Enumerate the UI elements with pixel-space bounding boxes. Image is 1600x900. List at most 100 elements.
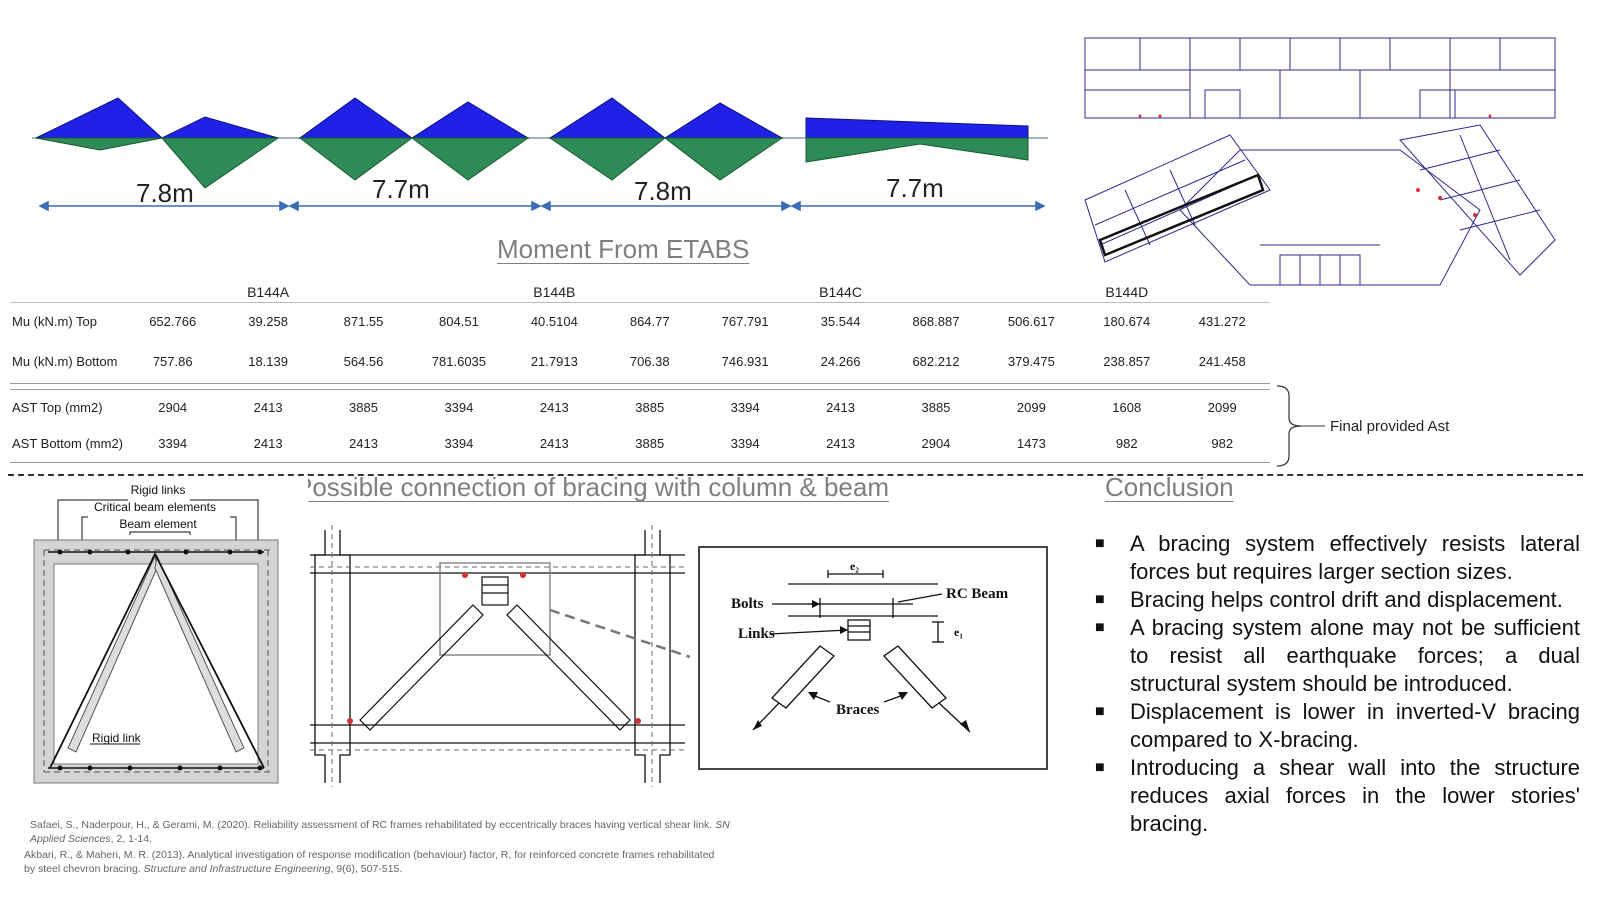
- table-cell: 564.56: [315, 339, 412, 384]
- table-cell: 35.544: [792, 302, 889, 339]
- conclusion-list: ■A bracing system effectively resists la…: [1095, 530, 1580, 838]
- list-item: ■ Displacement is lower in inverted-V bra…: [1095, 698, 1580, 754]
- table-cell: 706.38: [602, 339, 698, 384]
- table-cell: 3394: [411, 424, 507, 463]
- table-cell: 2413: [506, 424, 603, 463]
- critical-beam-label: Critical beam elements: [94, 500, 216, 514]
- table-cell: 2099: [1016, 399, 1046, 415]
- bullet-icon: ■: [1095, 535, 1105, 552]
- table-cell: 982: [1079, 424, 1175, 463]
- table-row: Mu (kN.m) Bottom 757.86 18.139 564.56 78…: [10, 339, 1270, 384]
- conclusion-text: Displacement is lower in inverted-V brac…: [1130, 699, 1580, 752]
- table-cell: 746.931: [697, 339, 793, 384]
- span-label-1: 7.8m: [136, 178, 194, 208]
- table-cell: 24.266: [792, 339, 889, 384]
- highlighted-beam: [1098, 173, 1265, 257]
- table-cell: 781.6035: [411, 339, 507, 384]
- eccentric-brace-figure: Rigid links Critical beam elements Beam …: [33, 483, 279, 784]
- rc-beam-label: RC Beam: [946, 586, 1009, 602]
- span-label-4: 7.7m: [886, 173, 944, 203]
- table-cell: 3394: [125, 424, 221, 463]
- table-cell: 3394: [730, 399, 760, 415]
- table-row: Mu (kN.m) Top 652.766 39.258 871.55 804.…: [10, 302, 1270, 339]
- floor-plan: [1084, 37, 1556, 286]
- table-cell: 1473: [983, 424, 1080, 463]
- table-cell: 180.674: [1079, 302, 1175, 339]
- table-cell: 682.212: [888, 339, 984, 384]
- list-item: ■Introducing a shear wall into the struc…: [1095, 754, 1580, 838]
- moment-bottom-span-4: [805, 137, 1029, 163]
- table-cell: 767.791: [697, 302, 793, 339]
- table-cell: 3394: [697, 424, 793, 463]
- row-label: AST Bottom (mm2): [10, 424, 125, 463]
- table-cell: 2413: [315, 424, 412, 463]
- span-label-3: 7.8m: [634, 176, 692, 206]
- row-label: Mu (kN.m) Bottom: [10, 339, 125, 384]
- table-cell: 2413: [220, 424, 316, 463]
- table-cell: 982: [1174, 424, 1270, 463]
- table-cell: 868.887: [888, 302, 984, 339]
- beam-header-a: B144A: [247, 284, 290, 300]
- reinforcement-table: B144A B144B B144C B144D Mu (kN.m) Top 65…: [10, 282, 1270, 463]
- table-cell: 238.857: [1079, 339, 1175, 384]
- reference-text: Safaei, S., Naderpour, H., & Gerami, M. …: [30, 819, 713, 831]
- table-cell: 2413: [253, 399, 283, 415]
- links-label: Links: [738, 626, 775, 642]
- row-label: Mu (kN.m) Top: [10, 302, 125, 339]
- list-item: ■ Bracing helps control drift and displac…: [1095, 586, 1580, 614]
- moment-title: Moment From ETABS: [497, 234, 750, 264]
- bullet-icon: ■: [1095, 703, 1105, 720]
- conclusion-text: A bracing system alone may not be suffic…: [1130, 615, 1580, 696]
- table-cell: 864.77: [602, 302, 698, 339]
- bullet-icon: ■: [1095, 591, 1105, 608]
- bracing-title: Possible connection of bracing with colu…: [308, 472, 889, 502]
- connection-detail: Bolts Links RC Beam Braces e₂ e₁: [698, 546, 1048, 770]
- list-item: ■ A bracing system alone may not be suffi…: [1095, 614, 1580, 698]
- moment-top-span-3: [548, 97, 784, 139]
- table-cell: 1608: [1112, 399, 1142, 415]
- table-cell: 40.5104: [506, 302, 603, 339]
- reference-journal: Structure and Infrastructure Engineering: [143, 863, 331, 875]
- section-divider: [8, 474, 1583, 476]
- table-cell: 3885: [635, 399, 665, 415]
- row-label: AST Top (mm2): [12, 399, 103, 415]
- moment-top-span-2: [298, 97, 530, 139]
- table-cell: 431.272: [1174, 302, 1270, 339]
- moment-top-span-1: [35, 97, 279, 139]
- table-cell: 3885: [602, 424, 698, 463]
- table-cell: 21.7913: [506, 339, 603, 384]
- final-ast-brace: [1276, 385, 1325, 467]
- bracing-title-clip: Possible connection of bracing with colu…: [308, 472, 928, 512]
- moment-bottom-span-1b: [35, 137, 163, 151]
- table-cell: 871.55: [315, 302, 412, 339]
- table-cell: 3885: [349, 399, 378, 415]
- conclusion-title: Conclusion: [1105, 472, 1234, 502]
- table-cell: 3394: [444, 399, 474, 415]
- reference-1: Safaei, S., Naderpour, H., & Gerami, M. …: [30, 818, 760, 846]
- final-provided-label: Final provided Ast: [1330, 418, 1450, 435]
- beam-header-c: B144C: [819, 284, 862, 300]
- bullet-icon: ■: [1095, 619, 1105, 636]
- beam-element-label: Beam element: [119, 517, 197, 531]
- list-item: ■A bracing system effectively resists la…: [1095, 530, 1580, 586]
- moment-diagram: [32, 97, 1048, 212]
- rigid-link-label: Rigid link: [92, 731, 142, 745]
- reference-text: Akbari, R., & Maheri, M. R. (2013). Anal…: [24, 849, 715, 875]
- moment-bottom-span-3: [548, 137, 784, 181]
- table-cell: 506.617: [983, 302, 1080, 339]
- table-cell: 652.766: [125, 302, 221, 339]
- conclusion-text: Bracing helps control drift and displace…: [1130, 587, 1563, 612]
- table-cell: 2904: [158, 399, 188, 415]
- beam-header-b: B144B: [533, 284, 576, 300]
- table-cell: 2413: [792, 424, 889, 463]
- chevron-frame-elevation: [310, 525, 690, 787]
- reference-journal: SN Applied Sciences: [30, 819, 730, 845]
- table-cell: 2413: [826, 399, 855, 415]
- table-cell: 379.475: [983, 339, 1080, 384]
- moment-bottom-span-2: [298, 137, 530, 181]
- reference-tail: , 9(6), 507-515.: [330, 863, 403, 875]
- conclusion-text: Introducing a shear wall into the struct…: [1130, 755, 1580, 836]
- beam-header-d: B144D: [1105, 284, 1149, 300]
- table-row: AST Bottom (mm2) 3394 2413 2413 3394 241…: [10, 424, 1270, 463]
- braces-label: Braces: [836, 702, 879, 718]
